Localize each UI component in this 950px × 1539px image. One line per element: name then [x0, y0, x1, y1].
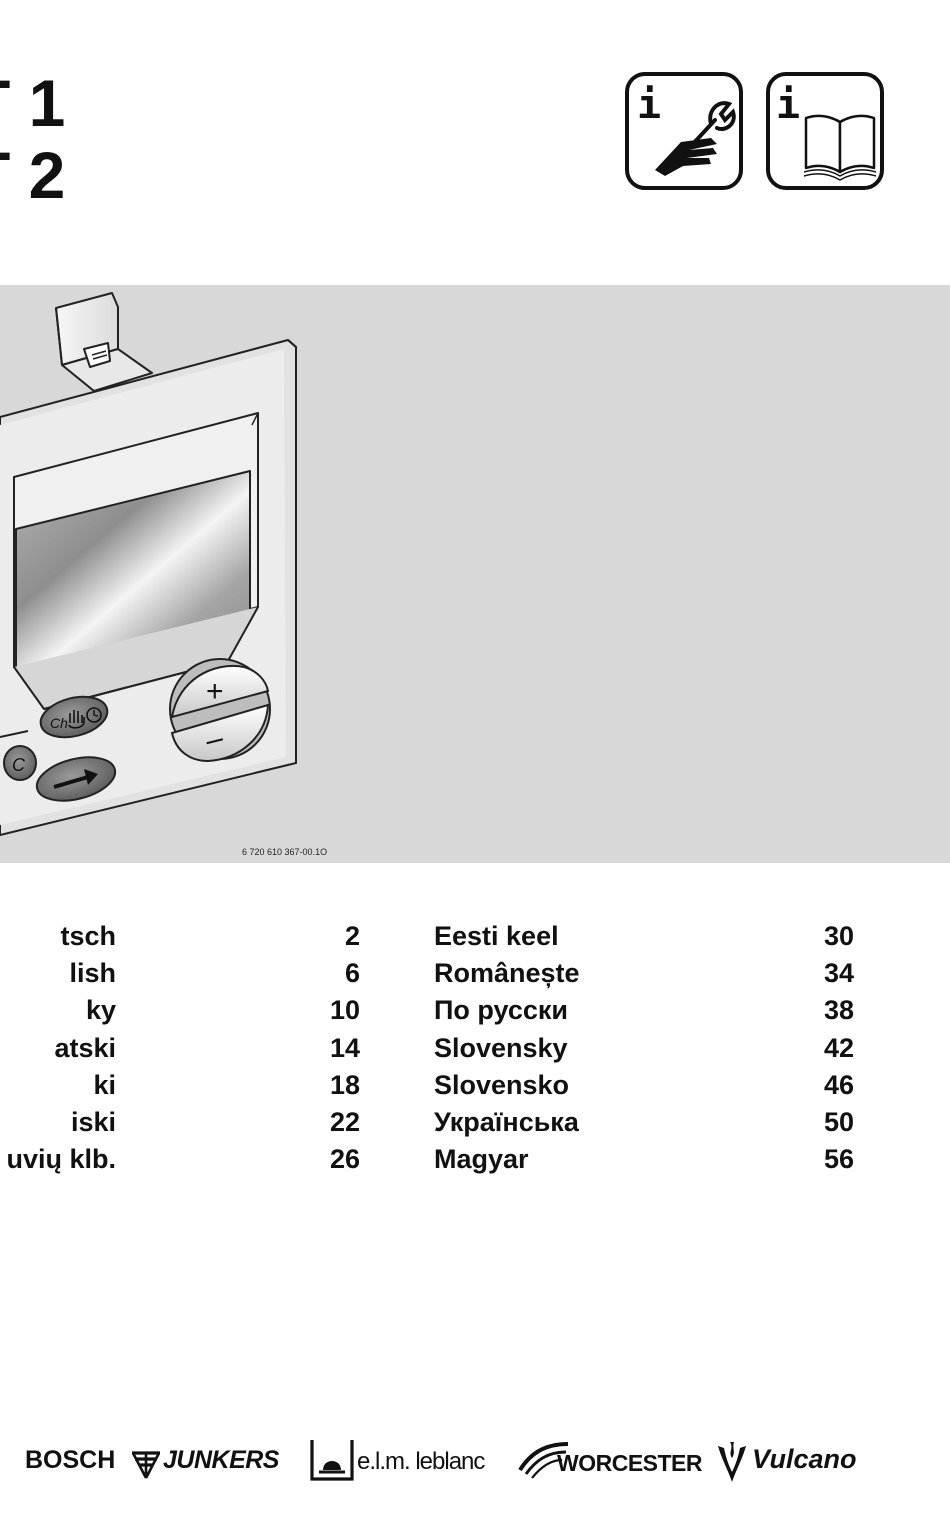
- toc-row[interactable]: ky 10: [0, 992, 370, 1029]
- brand-logo-row: BOSCH JUNKERS e.l.m. leblanc WORCESTER V…: [0, 1436, 950, 1488]
- toc-language: Eesti keel: [434, 921, 559, 951]
- control-unit-drawing: Ch C + –: [0, 292, 297, 836]
- toc-page: 6: [344, 958, 360, 989]
- toc-left-column: tsch 2 lish 6 ky 10 atski 14 ki 18 iski 22 uvi…: [0, 918, 370, 1178]
- arrow-next-button[interactable]: [32, 750, 119, 808]
- toc-page: 34: [823, 958, 854, 989]
- toc-page: 38: [823, 995, 854, 1026]
- toc-row[interactable]: Românește 34: [434, 955, 864, 992]
- toc-row[interactable]: Українська 50: [434, 1104, 864, 1141]
- toc-row[interactable]: По русски 38: [434, 992, 864, 1029]
- toc-row[interactable]: lish 6: [0, 955, 370, 992]
- junkers-logo-icon: [131, 1451, 161, 1479]
- toc-row[interactable]: uvių klb. 26: [0, 1141, 370, 1178]
- title-line-2: T 2: [0, 138, 66, 212]
- brand-vulcano: Vulcano: [752, 1444, 857, 1474]
- leblanc-logo-icon: [310, 1440, 354, 1481]
- toc-language: Magyar: [434, 1144, 529, 1175]
- brand-bosch: BOSCH: [25, 1446, 116, 1474]
- toc-language: Românește: [434, 958, 580, 989]
- toc-page: 50: [823, 1106, 854, 1137]
- brand-worcester: WORCESTER: [557, 1450, 703, 1476]
- toc-row[interactable]: ki 18: [0, 1067, 370, 1104]
- toc-language: По русски: [434, 995, 569, 1026]
- info-user-book-icon: i: [766, 72, 884, 190]
- toc-language: ky: [85, 995, 116, 1026]
- toc-language: uvių klb.: [6, 1144, 116, 1175]
- info-letter: i: [637, 82, 661, 128]
- toc-page: 2: [344, 921, 360, 951]
- toc-language: Українська: [434, 1106, 579, 1137]
- toc-row[interactable]: Slovensky 42: [434, 1030, 864, 1067]
- toc-page: 30: [823, 921, 854, 951]
- ch-manual-timer-button[interactable]: Ch: [36, 690, 111, 743]
- toc-page: 22: [329, 1106, 360, 1137]
- toc-page: 56: [823, 1144, 854, 1175]
- toc-row[interactable]: iski 22: [0, 1104, 370, 1141]
- toc-row[interactable]: Magyar 56: [434, 1141, 864, 1178]
- toc-language: tsch: [60, 921, 116, 951]
- c-button[interactable]: C: [3, 745, 37, 781]
- info-installer-wrench-icon: i: [625, 72, 743, 190]
- toc-row[interactable]: atski 14: [0, 1030, 370, 1067]
- ch-button-label: Ch: [50, 715, 68, 731]
- toc-right-column: Eesti keel 30 Românește 34 По русски 38 Slo…: [434, 918, 864, 1178]
- clock-icon: [86, 707, 102, 723]
- c-button-label: C: [12, 755, 26, 775]
- toc-row[interactable]: Slovensko 46: [434, 1067, 864, 1104]
- brand-leblanc: e.l.m. leblanc: [357, 1448, 485, 1475]
- toc-row[interactable]: tsch 2: [0, 918, 370, 955]
- toc-page: 26: [329, 1144, 360, 1175]
- title-line-1: T 1: [0, 66, 66, 140]
- plus-label: +: [206, 675, 224, 708]
- toc-row[interactable]: Eesti keel 30: [434, 918, 864, 955]
- worcester-logo-icon: [518, 1442, 569, 1479]
- toc-language: lish: [69, 958, 116, 989]
- toc-page: 46: [823, 1069, 854, 1100]
- display-recess: [0, 412, 259, 738]
- arrow-right-icon: [53, 775, 89, 789]
- vulcano-logo-icon: [718, 1442, 746, 1482]
- wall-bracket: [55, 292, 153, 392]
- toc-page: 10: [329, 995, 360, 1026]
- minus-button[interactable]: [170, 703, 270, 763]
- toc-page: 18: [329, 1069, 360, 1100]
- toc-page: 42: [823, 1032, 854, 1063]
- toc-language: iski: [70, 1106, 116, 1137]
- toc-language: Slovensky: [434, 1032, 568, 1063]
- info-letter: i: [776, 82, 800, 128]
- product-illustration: Ch C + – 6 720 610 367-00.1O: [0, 285, 950, 863]
- toc-page: 14: [329, 1032, 360, 1063]
- brand-junkers: JUNKERS: [163, 1446, 279, 1474]
- hand-icon: [68, 710, 85, 729]
- plus-button[interactable]: [170, 665, 270, 719]
- figure-code: 6 720 610 367-00.1O: [242, 847, 328, 857]
- toc-language: Slovensko: [434, 1069, 570, 1100]
- toc-language: ki: [93, 1069, 116, 1100]
- toc-language: atski: [54, 1032, 116, 1063]
- plus-minus-rocker: + –: [169, 658, 271, 763]
